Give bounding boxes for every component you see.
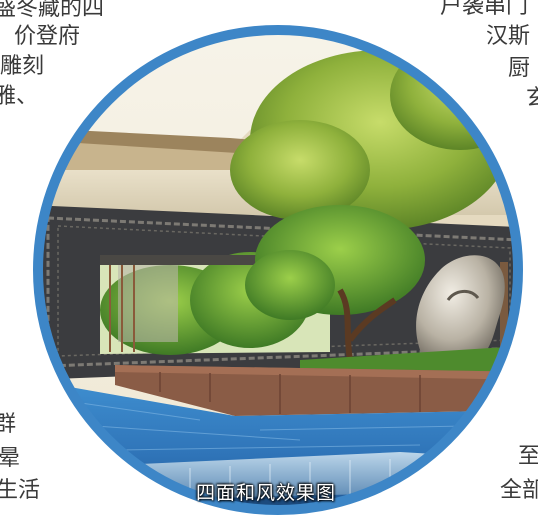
photo-frame — [33, 25, 523, 515]
photo-caption: 四面和风效果图 — [196, 482, 337, 504]
left-text-line-7: 生活 — [0, 478, 41, 503]
right-text-line-6: 全部 — [500, 478, 538, 503]
left-text-line-2: 价登府 — [14, 24, 81, 49]
left-text-line-4: 雅、 — [0, 84, 39, 109]
left-text-line-1: 盛冬藏的四 — [0, 0, 105, 21]
right-text-line-5: 至 — [518, 444, 538, 469]
right-text-line-2: 汉斯 — [486, 24, 531, 49]
right-text-line-3: 厨 — [508, 56, 531, 81]
left-text-line-5: 群 — [0, 412, 17, 437]
left-text-line-3: 雕刻 — [0, 54, 45, 79]
right-text-line-4: 玄 — [526, 86, 538, 111]
left-text-line-6: 晕 — [0, 446, 21, 471]
right-text-line-1: 户袭串门 — [440, 0, 529, 19]
